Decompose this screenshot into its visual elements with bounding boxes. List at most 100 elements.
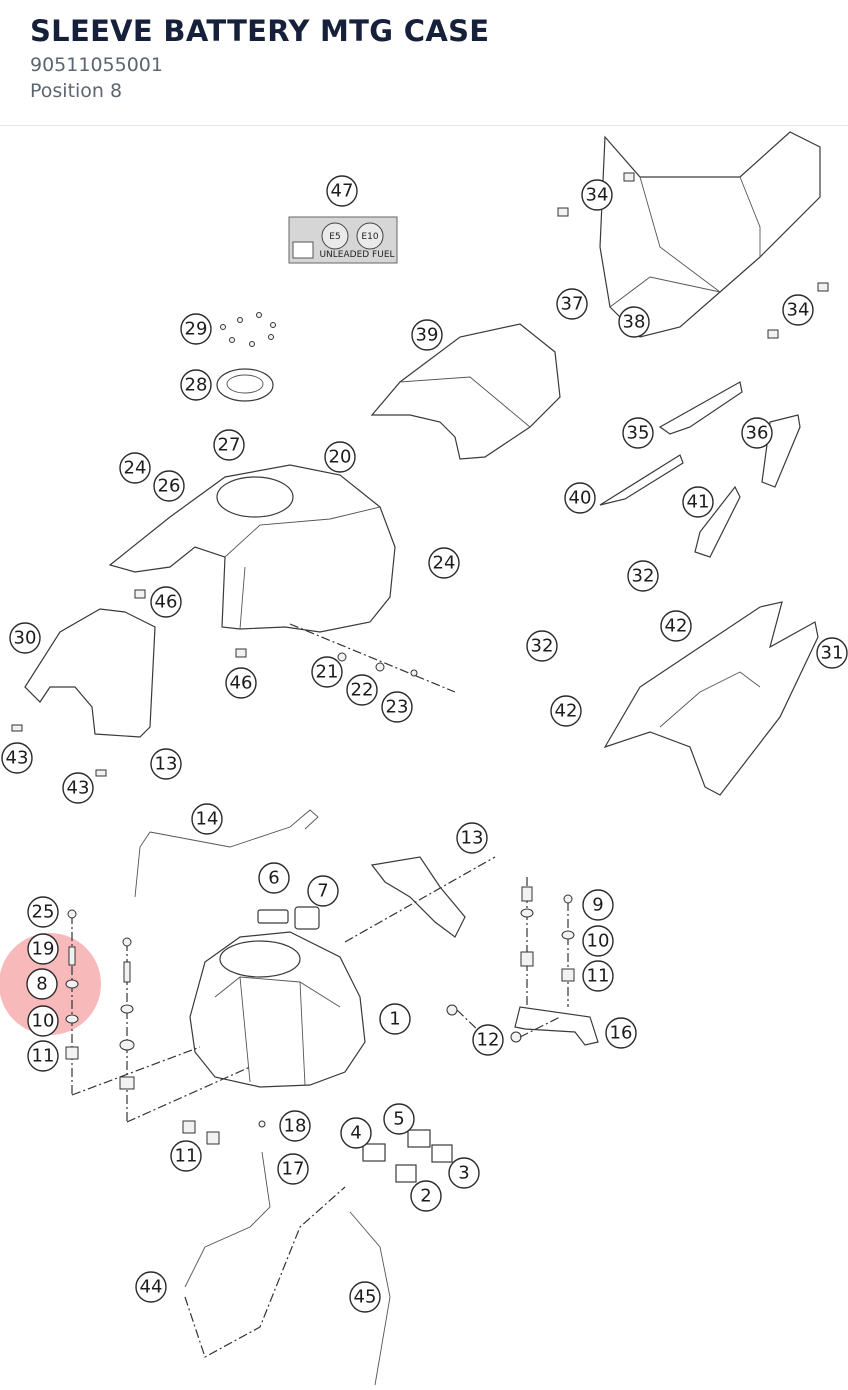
callout-46-top[interactable]: 46 bbox=[150, 586, 182, 618]
callout-label: 31 bbox=[821, 643, 844, 664]
callout-label: 27 bbox=[218, 435, 241, 456]
callout-35[interactable]: 35 bbox=[622, 417, 654, 449]
callout-label: 10 bbox=[587, 931, 610, 952]
callout-label: 29 bbox=[185, 319, 208, 340]
callout-label: 24 bbox=[433, 553, 456, 574]
callout-27[interactable]: 27 bbox=[213, 429, 245, 461]
callout-label: 46 bbox=[230, 673, 253, 694]
callout-31[interactable]: 31 bbox=[816, 637, 848, 669]
callout-42-top[interactable]: 42 bbox=[660, 610, 692, 642]
callout-6[interactable]: 6 bbox=[258, 862, 290, 894]
callout-41[interactable]: 41 bbox=[682, 486, 714, 518]
header: SLEEVE BATTERY MTG CASE 90511055001 Posi… bbox=[0, 0, 848, 126]
callout-label: 7 bbox=[317, 881, 328, 902]
callout-11-right[interactable]: 11 bbox=[582, 960, 614, 992]
callout-40[interactable]: 40 bbox=[564, 482, 596, 514]
callout-label: 3 bbox=[458, 1163, 469, 1184]
callout-12[interactable]: 12 bbox=[472, 1024, 504, 1056]
callout-47[interactable]: 47 bbox=[326, 175, 358, 207]
callout-17[interactable]: 17 bbox=[277, 1153, 309, 1185]
callout-32-left[interactable]: 32 bbox=[526, 630, 558, 662]
hoses-drawing bbox=[184, 1151, 391, 1386]
callout-label: 11 bbox=[32, 1046, 55, 1067]
callout-label: 21 bbox=[316, 662, 339, 683]
callout-22[interactable]: 22 bbox=[346, 674, 378, 706]
callout-37[interactable]: 37 bbox=[556, 288, 588, 320]
callout-34-top[interactable]: 34 bbox=[581, 179, 613, 211]
callout-label: 39 bbox=[416, 325, 439, 346]
callout-23[interactable]: 23 bbox=[381, 691, 413, 723]
callout-label: 2 bbox=[420, 1186, 431, 1207]
callout-label: 1 bbox=[389, 1009, 400, 1030]
callout-label: 5 bbox=[393, 1109, 404, 1130]
callout-7[interactable]: 7 bbox=[307, 875, 339, 907]
part-title: SLEEVE BATTERY MTG CASE bbox=[30, 14, 490, 48]
callout-18[interactable]: 18 bbox=[279, 1110, 311, 1142]
fuel-tank-drawing bbox=[189, 931, 366, 1088]
callout-label: 25 bbox=[32, 902, 55, 923]
callout-label: 41 bbox=[687, 492, 710, 513]
callout-2[interactable]: 2 bbox=[410, 1180, 442, 1212]
callout-39[interactable]: 39 bbox=[411, 319, 443, 351]
callout-9[interactable]: 9 bbox=[582, 889, 614, 921]
callout-42-bottom[interactable]: 42 bbox=[550, 695, 582, 727]
callout-label: 13 bbox=[155, 754, 178, 775]
callout-24-left[interactable]: 24 bbox=[119, 452, 151, 484]
callout-13-left[interactable]: 13 bbox=[150, 748, 182, 780]
callout-label: 47 bbox=[331, 181, 354, 202]
fuel-label-e10: E10 bbox=[361, 232, 378, 242]
callout-44[interactable]: 44 bbox=[135, 1271, 167, 1303]
callout-36[interactable]: 36 bbox=[741, 417, 773, 449]
callout-label: 43 bbox=[67, 778, 90, 799]
callout-label: 32 bbox=[531, 636, 554, 657]
pads-drawing bbox=[257, 906, 320, 930]
callout-label: 13 bbox=[461, 828, 484, 849]
callout-label: 6 bbox=[268, 868, 279, 889]
clips-drawing bbox=[11, 172, 829, 777]
callout-46-bottom[interactable]: 46 bbox=[225, 667, 257, 699]
callout-label: 8 bbox=[36, 974, 47, 995]
callout-label: 22 bbox=[351, 680, 374, 701]
callout-28[interactable]: 28 bbox=[180, 369, 212, 401]
callout-1[interactable]: 1 bbox=[379, 1003, 411, 1035]
callout-label: 17 bbox=[282, 1159, 305, 1180]
callout-label: 34 bbox=[787, 300, 810, 321]
callout-25[interactable]: 25 bbox=[27, 896, 59, 928]
callouts: 47 34 37 38 34 29 39 28 35 36 27 24 20 2… bbox=[1, 175, 848, 1313]
callout-label: 28 bbox=[185, 375, 208, 396]
callout-14[interactable]: 14 bbox=[191, 803, 223, 835]
callout-24-right[interactable]: 24 bbox=[428, 547, 460, 579]
callout-29[interactable]: 29 bbox=[180, 313, 212, 345]
callout-45[interactable]: 45 bbox=[349, 1281, 381, 1313]
callout-38[interactable]: 38 bbox=[618, 306, 650, 338]
callout-label: 10 bbox=[32, 1011, 55, 1032]
callout-10-right[interactable]: 10 bbox=[582, 925, 614, 957]
callout-8-selected[interactable]: 8 bbox=[26, 968, 58, 1000]
callout-19[interactable]: 19 bbox=[27, 933, 59, 965]
callout-11-left[interactable]: 11 bbox=[27, 1040, 59, 1072]
callout-32-top[interactable]: 32 bbox=[627, 560, 659, 592]
callout-16[interactable]: 16 bbox=[605, 1017, 637, 1049]
tank-mount-bolts-drawing bbox=[289, 623, 456, 693]
callout-43-left[interactable]: 43 bbox=[1, 742, 33, 774]
screws-drawing bbox=[220, 312, 276, 347]
callout-20[interactable]: 20 bbox=[324, 441, 356, 473]
callout-34-right[interactable]: 34 bbox=[782, 294, 814, 326]
callout-3[interactable]: 3 bbox=[448, 1157, 480, 1189]
fuel-pump-drawing bbox=[344, 856, 496, 943]
callout-4[interactable]: 4 bbox=[340, 1117, 372, 1149]
callout-label: 18 bbox=[284, 1116, 307, 1137]
rubber-blocks-drawing bbox=[362, 1129, 453, 1183]
tail-frame-drawing bbox=[603, 601, 819, 796]
callout-label: 36 bbox=[746, 423, 769, 444]
callout-21[interactable]: 21 bbox=[311, 656, 343, 688]
fuel-label-text: UNLEADED FUEL bbox=[319, 250, 394, 260]
callout-30[interactable]: 30 bbox=[9, 622, 41, 654]
callout-13-right[interactable]: 13 bbox=[456, 822, 488, 854]
callout-11-bottom[interactable]: 11 bbox=[170, 1140, 202, 1172]
callout-10-left[interactable]: 10 bbox=[27, 1005, 59, 1037]
callout-5[interactable]: 5 bbox=[383, 1103, 415, 1135]
battery-cable-drawing bbox=[134, 809, 319, 898]
callout-26[interactable]: 26 bbox=[153, 470, 185, 502]
callout-43-right[interactable]: 43 bbox=[62, 772, 94, 804]
